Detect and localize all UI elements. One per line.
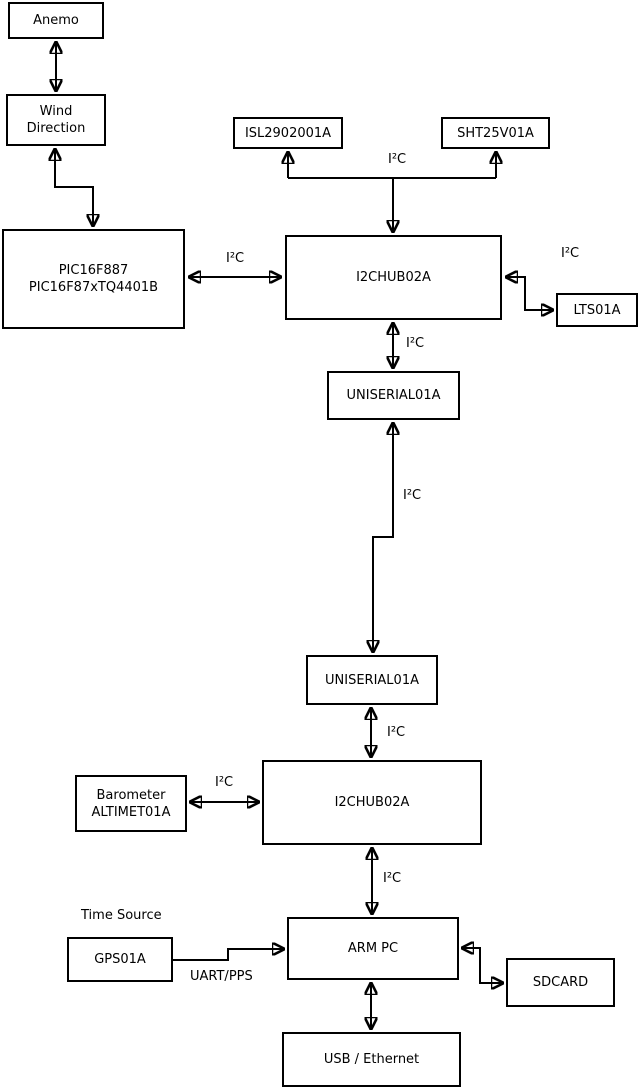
- edge-label-uart-pps: UART/PPS: [190, 969, 253, 984]
- edge-i2chub-top-lts: [507, 277, 552, 310]
- edge-label-i2c-uniserial-link: I²C: [403, 488, 422, 503]
- edge-label-i2c-top-bus: I²C: [388, 152, 407, 167]
- edge-gps-armpc: [173, 949, 283, 961]
- node-pic16f887: PIC16F887 PIC16F87xTQ4401B: [2, 229, 185, 329]
- node-wind-direction-label-line2: Direction: [26, 121, 86, 136]
- node-i2chub02a-bottom-label: I2CHUB02A: [334, 795, 410, 810]
- node-arm-pc: ARM PC: [287, 917, 459, 980]
- edge-wind-direction-pic: [55, 150, 93, 225]
- node-barometer-label-line1: Barometer: [96, 787, 166, 803]
- node-uniserial01a-bottom-label: UNISERIAL01A: [325, 672, 419, 688]
- node-isl2902001a: ISL2902001A: [233, 117, 343, 149]
- node-isl2902001a-label: ISL2902001A: [244, 125, 332, 141]
- node-i2chub02a-top-label: I2CHUB02A: [356, 270, 431, 285]
- node-usb-ethernet-label: USB / Ethernet: [323, 1052, 420, 1067]
- node-i2chub02a-top: I2CHUB02A: [285, 235, 502, 320]
- node-uniserial01a-top-label: UNISERIAL01A: [346, 388, 441, 403]
- edge-label-time-source: Time Source: [81, 908, 162, 923]
- edge-label-i2c-hub2-armpc: I²C: [383, 871, 402, 886]
- edge-label-i2c-pic-hub: I²C: [226, 251, 245, 266]
- node-uniserial01a-top: UNISERIAL01A: [327, 371, 460, 420]
- node-lts01a-label: LTS01A: [573, 302, 621, 318]
- node-sht25v01a: SHT25V01A: [441, 117, 550, 149]
- node-wind-direction-label-line1: Wind: [39, 104, 73, 119]
- node-sdcard: SDCARD: [506, 958, 615, 1007]
- edge-label-i2c-barometer: I²C: [215, 775, 234, 790]
- node-pic16f887-label-line2: PIC16F87xTQ4401B: [28, 280, 159, 295]
- node-sht25v01a-label: SHT25V01A: [457, 125, 534, 141]
- edge-label-i2c-uniserial-hub2: I²C: [387, 725, 406, 740]
- node-gps01a-label: GPS01A: [94, 952, 146, 967]
- node-barometer-altimet01a: Barometer ALTIMET01A: [75, 775, 187, 832]
- node-lts01a: LTS01A: [556, 293, 638, 327]
- node-pic16f887-label-line1: PIC16F887: [58, 263, 129, 278]
- node-barometer-label-line2: ALTIMET01A: [91, 804, 171, 820]
- node-anemo: Anemo: [8, 2, 104, 39]
- node-sdcard-label: SDCARD: [532, 975, 589, 990]
- node-usb-ethernet: USB / Ethernet: [282, 1032, 461, 1087]
- edge-label-i2c-hub-uniserial: I²C: [406, 336, 425, 351]
- edge-armpc-sdcard: [463, 948, 502, 983]
- edge-label-i2c-lts: I²C: [561, 246, 580, 261]
- node-gps01a: GPS01A: [67, 937, 173, 982]
- node-anemo-label: Anemo: [33, 13, 79, 28]
- node-wind-direction: Wind Direction: [6, 94, 106, 146]
- node-uniserial01a-bottom: UNISERIAL01A: [306, 655, 438, 705]
- edge-uniserial-top-uniserial-bottom: [373, 424, 393, 651]
- node-arm-pc-label: ARM PC: [347, 941, 399, 956]
- node-i2chub02a-bottom: I2CHUB02A: [262, 760, 482, 845]
